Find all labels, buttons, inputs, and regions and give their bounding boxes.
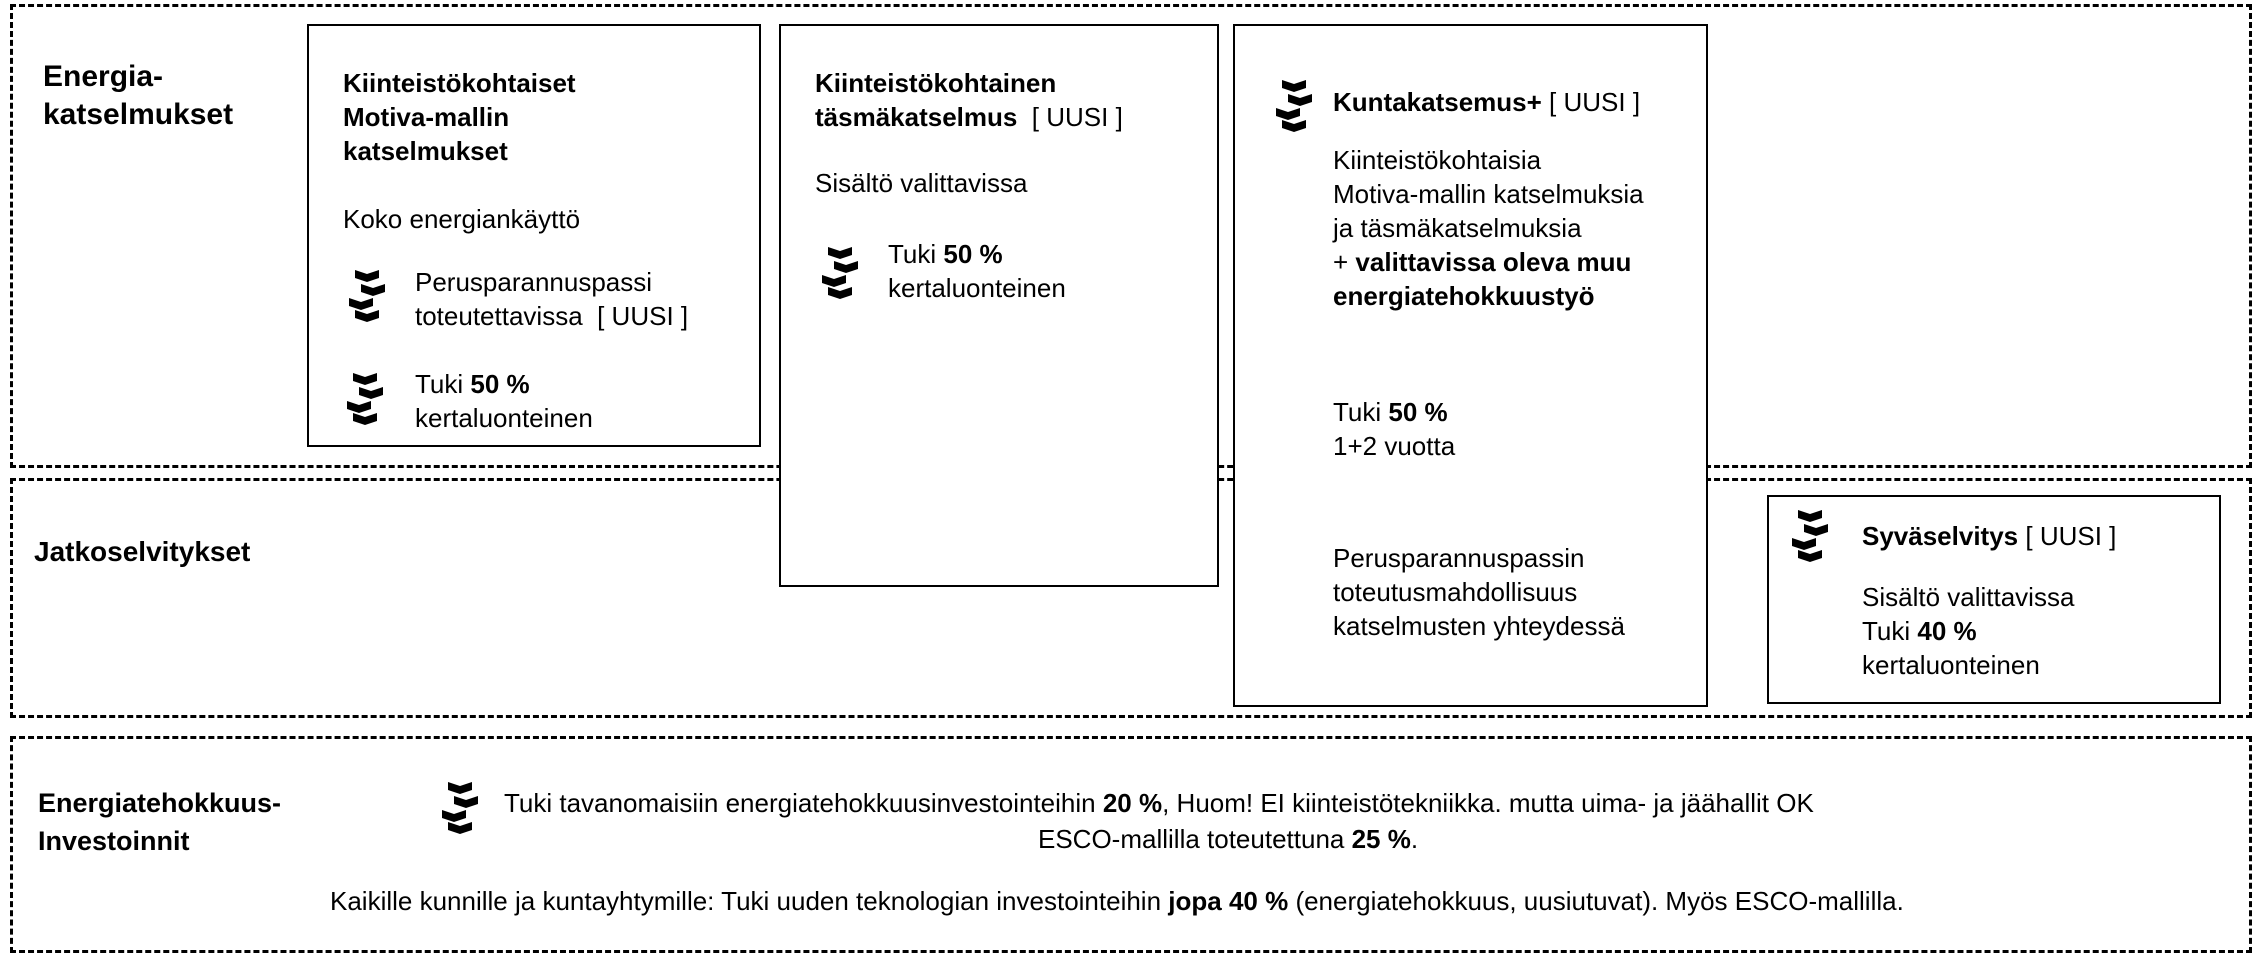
stacked-chevrons-icon — [347, 373, 383, 425]
new-tag: [ UUSI ] — [2025, 521, 2117, 551]
stacked-chevrons-icon — [1276, 80, 1312, 132]
municipal-support-text: Tuki 50 % 1+2 vuotta — [1333, 397, 1456, 461]
targeted-card-content: Sisältö valittavissa — [815, 168, 1028, 198]
motiva-support-text: Tuki 50 % kertaluonteinen — [415, 369, 593, 433]
new-tag: [ UUSI ] — [1031, 102, 1123, 132]
investments-title: Energiatehokkuus- Investoinnit — [38, 788, 282, 856]
municipal-card-title: Kuntakatsemus+ [ UUSI ] — [1333, 87, 1641, 117]
municipal-card-description: Kiinteistökohtaisia Motiva-mallin katsel… — [1333, 145, 1644, 311]
new-tag: [ UUSI ] — [597, 301, 689, 331]
investments-line-2: ESCO-mallilla toteutettuna 25 %. — [1038, 824, 1419, 854]
targeted-card-title: Kiinteistökohtainen täsmäkatselmus [ UUS… — [815, 68, 1123, 132]
deep-study-card — [1767, 495, 2221, 704]
deep-study-details: Sisältö valittavissa Tuki 40 % kertaluon… — [1862, 582, 2075, 680]
motiva-audit-card — [307, 24, 761, 447]
targeted-audit-card — [779, 24, 1219, 587]
motiva-passport-text: Perusparannuspassi toteutettavissa [ UUS… — [415, 267, 689, 331]
municipal-passport-text: Perusparannuspassin toteutusmahdollisuus… — [1333, 543, 1625, 641]
stacked-chevrons-icon — [822, 247, 858, 299]
investments-section — [10, 736, 2252, 953]
new-tag: [ UUSI ] — [1549, 87, 1641, 117]
stacked-chevrons-icon — [442, 782, 478, 834]
investments-line-1: Tuki tavanomaisiin energiatehokkuusinves… — [504, 788, 1814, 818]
energy-audits-title: Energia- katselmukset — [43, 60, 234, 131]
motiva-card-title: Kiinteistökohtaiset Motiva-mallin katsel… — [343, 68, 576, 166]
targeted-support-text: Tuki 50 % kertaluonteinen — [888, 239, 1066, 303]
motiva-card-content: Koko energiankäyttö — [343, 204, 581, 234]
stacked-chevrons-icon — [1792, 510, 1828, 562]
municipal-audit-card — [1233, 24, 1708, 707]
investments-line-3: Kaikille kunnille ja kuntayhtymille: Tuk… — [330, 886, 1904, 916]
further-studies-title: Jatkoselvitykset — [34, 536, 251, 567]
deep-study-title: Syväselvitys [ UUSI ] — [1862, 521, 2117, 551]
stacked-chevrons-icon — [349, 270, 385, 322]
